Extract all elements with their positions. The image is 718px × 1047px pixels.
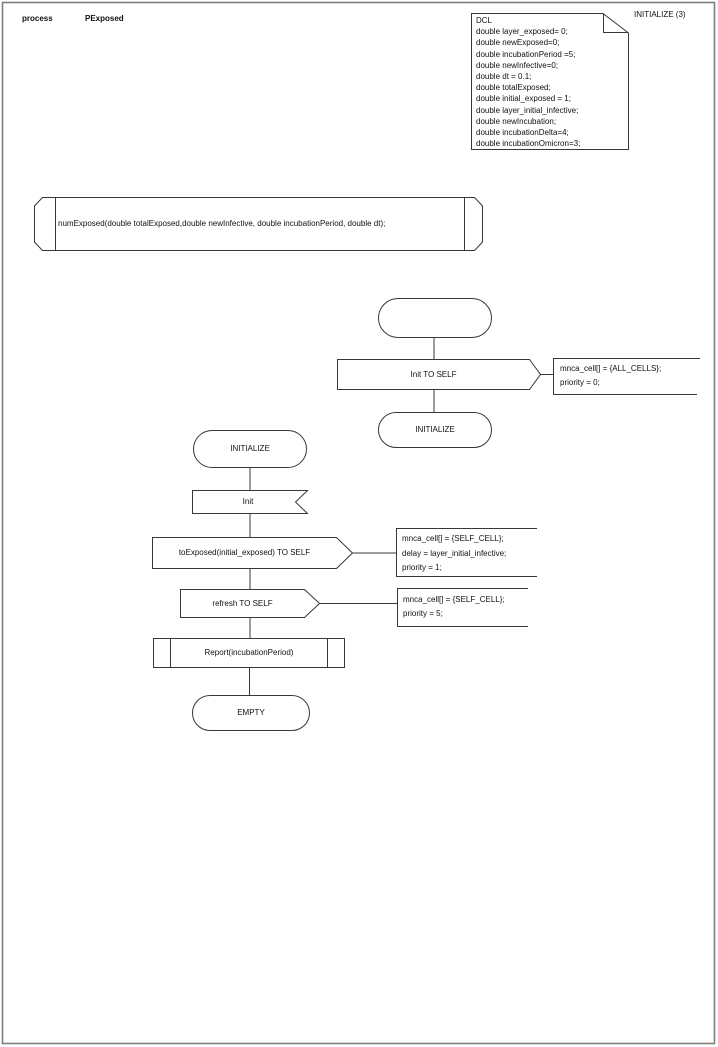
nextstate-initialize-symbol[interactable]: [378, 412, 492, 448]
procedure-declaration-symbol[interactable]: [34, 197, 483, 251]
start-symbol[interactable]: [378, 298, 492, 338]
dcl-line: double incubationOmicron=3;: [476, 139, 581, 149]
dcl-line: double layer_exposed= 0;: [476, 27, 568, 37]
comment-init-text: mnca_cell[] = {ALL_CELLS}; priority = 0;: [560, 362, 661, 389]
comment-toexposed-text: mnca_cell[] = {SELF_CELL}; delay = layer…: [402, 532, 506, 576]
comment-line: mnca_cell[] = {ALL_CELLS};: [560, 364, 662, 373]
nextstate-empty-label: EMPTY: [237, 708, 265, 717]
procedure-declaration-text: numExposed(double totalExposed,double ne…: [58, 219, 386, 228]
dcl-line: double newExposed=0;: [476, 38, 560, 48]
declarations-note-symbol[interactable]: [471, 13, 629, 150]
state-initialize-label: INITIALIZE: [230, 444, 270, 453]
dcl-line: double totalExposed;: [476, 83, 551, 93]
declarations-text: DCL double layer_exposed= 0; double newE…: [476, 15, 626, 149]
dcl-line: double newIncubation;: [476, 116, 557, 126]
state-initialize-symbol[interactable]: [193, 430, 307, 468]
dcl-line: double initial_exposed = 1;: [476, 94, 571, 104]
output-refresh-label: refresh TO SELF: [212, 598, 273, 608]
comment-line: delay = layer_initial_infective;: [402, 548, 507, 558]
comment-line: priority = 0;: [560, 377, 600, 387]
comment-bracket-toexposed[interactable]: [396, 528, 538, 577]
comment-line: mnca_cell[] = {SELF_CELL};: [403, 595, 505, 604]
dcl-line: double incubationPeriod =5;: [476, 49, 576, 59]
dcl-line: DCL: [476, 16, 493, 25]
output-toexposed-label: toExposed(initial_exposed) TO SELF: [178, 548, 311, 557]
comment-line: mnca_cell[] = {SELF_CELL};: [402, 534, 504, 543]
process-name: PExposed: [85, 14, 124, 23]
comment-bracket-refresh[interactable]: [397, 588, 529, 627]
input-init-label: Init: [242, 497, 254, 506]
nextstate-initialize-label: INITIALIZE: [415, 425, 455, 434]
input-init-symbol[interactable]: [192, 490, 309, 514]
comment-line: priority = 5;: [403, 609, 443, 618]
procedure-call-report-symbol[interactable]: [153, 638, 345, 668]
comment-bracket-init[interactable]: [553, 358, 701, 395]
output-init-to-self-label: Init TO SELF: [410, 369, 457, 379]
note-fold-icon: [603, 13, 628, 33]
comment-line: priority = 1;: [402, 563, 442, 573]
page-reference-label: INITIALIZE (3): [634, 10, 686, 19]
output-init-to-self-symbol[interactable]: [337, 359, 542, 390]
output-refresh-symbol[interactable]: [180, 589, 321, 618]
dcl-line: double dt = 0.1;: [476, 72, 532, 82]
process-keyword: process: [22, 14, 53, 23]
dcl-line: double layer_initial_infective;: [476, 105, 579, 115]
dcl-line: double incubationDelta=4;: [476, 128, 569, 138]
procedure-call-report-label: Report(incubationPeriod): [204, 647, 294, 657]
dcl-line: double newInfective=0;: [476, 60, 559, 70]
comment-refresh-text: mnca_cell[] = {SELF_CELL}; priority = 5;: [403, 593, 505, 621]
nextstate-empty-symbol[interactable]: [192, 695, 310, 731]
output-toexposed-symbol[interactable]: [152, 537, 354, 569]
